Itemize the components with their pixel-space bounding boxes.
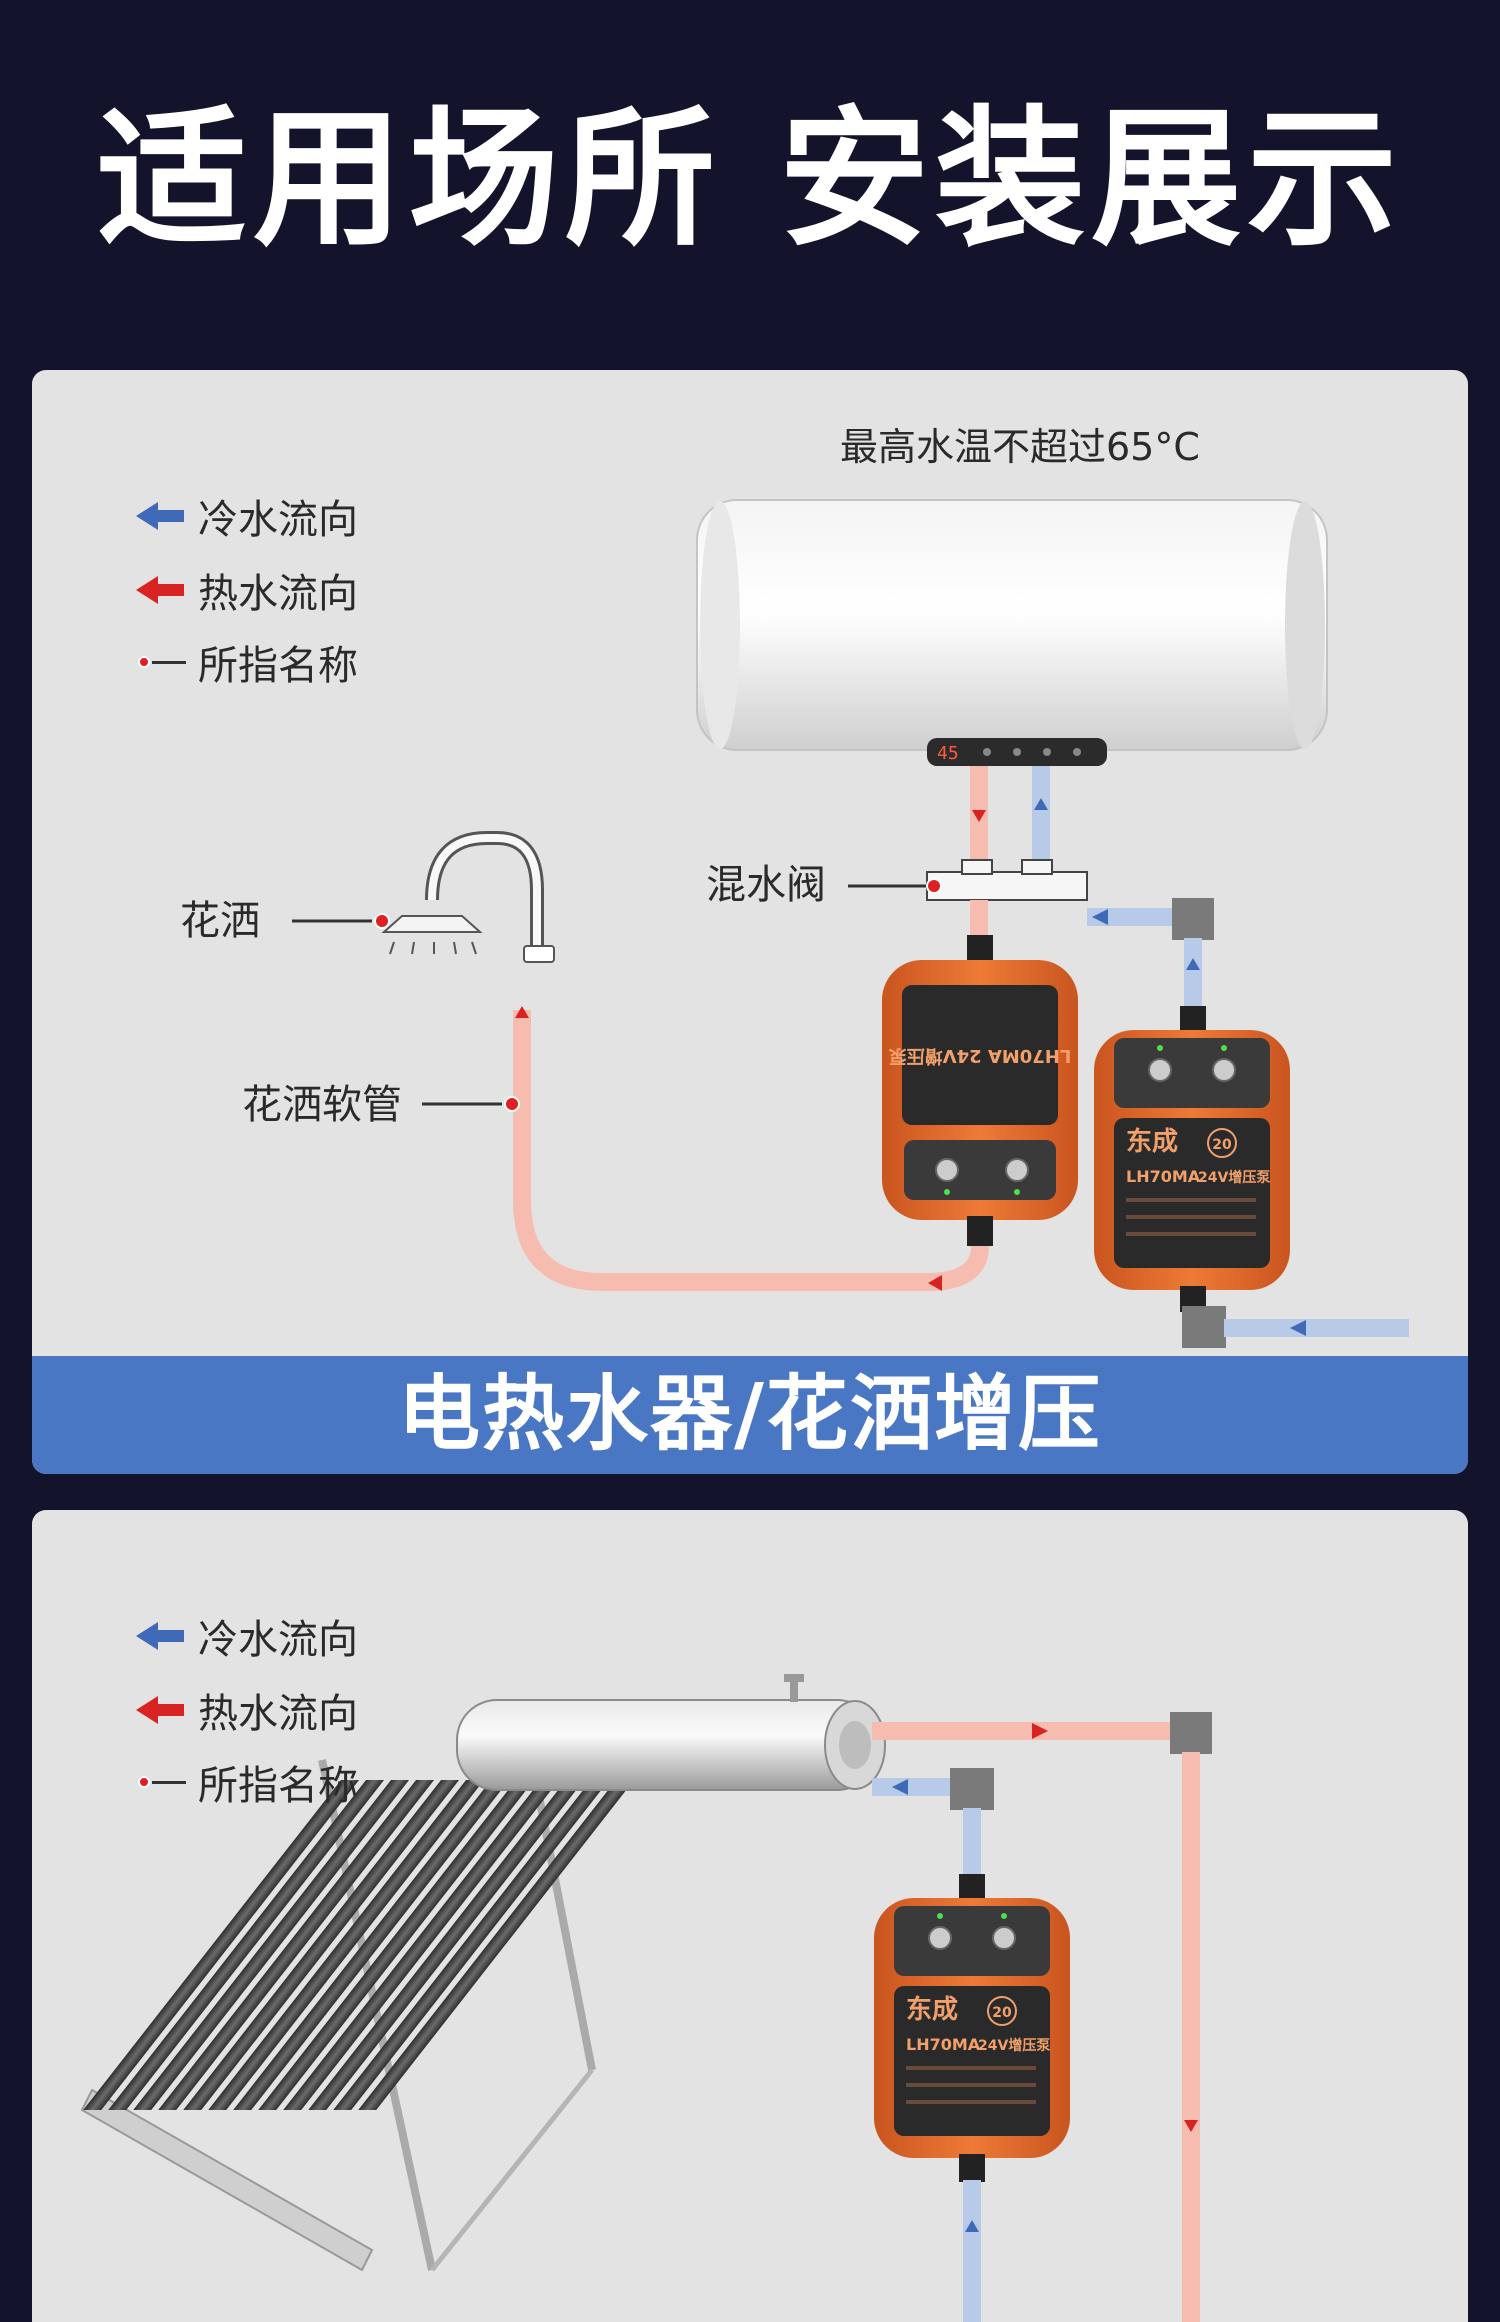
pump-type-text: 24V增压泵 (1198, 1169, 1270, 1186)
heater-display-readout: 45 (937, 743, 959, 764)
booster-pump-left: LH70MA 24V增压泵 (882, 935, 1078, 1246)
shower-head (381, 831, 555, 963)
pump-badge-text: 20 (1212, 1137, 1232, 1153)
legend-hot-label: 热水流向 (198, 571, 358, 617)
solar-pump-type-text: 24V增压泵 (978, 2037, 1050, 2054)
legend-hot: 热水流向 (102, 564, 422, 624)
svg-text:LH70MA 24V增压泵: LH70MA 24V增压泵 (889, 1045, 1072, 1067)
booster-pump-right: 东成 20 LH70MA 24V增压泵 (1094, 1006, 1290, 1312)
legend-cold: 冷水流向 (102, 490, 422, 550)
water-heater-tank: 45 (696, 499, 1328, 766)
scene-electric-heater-panel: 45 LH70MA 24V增 (32, 370, 1468, 1474)
scene1-banner: 电热水器/花洒增压 (32, 1356, 1468, 1474)
legend-2-pointer-label: 所指名称 (198, 1763, 358, 1809)
booster-pump-solar: 东成 20 LH70MA 24V增压泵 (874, 1874, 1070, 2182)
solar-pump-model-text: LH70MA (906, 2035, 981, 2054)
legend-pointer: 所指名称 (102, 636, 422, 696)
mixer-valve (926, 859, 1088, 901)
page-title: 适用场所 安装展示 (96, 93, 1404, 267)
hose-label: 花洒软管 (242, 1082, 402, 1128)
pump-brand-text: 东成 (1126, 1126, 1178, 1157)
solar-water-heater (80, 1674, 886, 2272)
legend-2-hot-label: 热水流向 (198, 1691, 358, 1737)
pump-model-text: LH70MA (1126, 1167, 1201, 1186)
legend-2-cold-label: 冷水流向 (198, 1617, 358, 1663)
max-temp-label: 最高水温不超过65°C (840, 425, 1200, 469)
scene-solar-heater-panel: 东成 20 LH70MA 24V增压泵 冷水流向 热水流向 所指名称 (32, 1510, 1468, 2322)
scene2-illustration: 东成 20 LH70MA 24V增压泵 (80, 1674, 1212, 2322)
legend-pointer-label: 所指名称 (198, 643, 358, 689)
legend-2-cold: 冷水流向 (102, 1610, 422, 1670)
shower-label: 花洒 (180, 898, 260, 944)
solar-pump-brand-text: 东成 (906, 1994, 958, 2025)
solar-pump-badge-text: 20 (992, 2005, 1012, 2021)
mixer-label: 混水阀 (706, 862, 826, 908)
legend-cold-label: 冷水流向 (198, 497, 358, 543)
scene1-illustration: 45 LH70MA 24V增 (292, 499, 1409, 1348)
legend-2-hot: 热水流向 (102, 1684, 422, 1744)
legend-2-pointer: 所指名称 (102, 1756, 422, 1816)
